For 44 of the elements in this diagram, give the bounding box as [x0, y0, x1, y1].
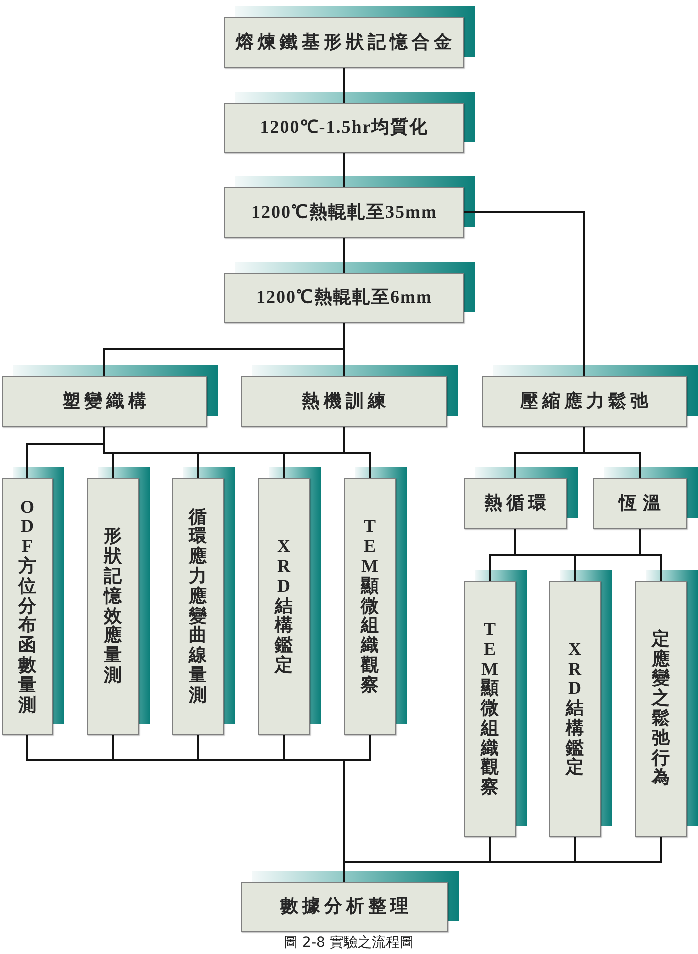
box-label: 1200℃熱輥軋至6mm — [256, 287, 432, 309]
process-box — [635, 581, 687, 837]
process-box — [241, 376, 447, 427]
box-label: 熱機訓練 — [302, 390, 390, 412]
process-box — [224, 103, 464, 153]
connector-line — [464, 212, 586, 376]
process-box — [172, 478, 224, 735]
box-label: ODF方位分布函數量測 — [18, 498, 36, 716]
box-label: TEM顯微組織觀察 — [361, 517, 379, 696]
box-label: 形狀記憶效應量測 — [104, 527, 122, 686]
process-box — [464, 478, 567, 529]
connector-line — [343, 153, 345, 187]
box-label: 恆溫 — [619, 492, 667, 514]
process-box — [241, 882, 448, 932]
box-label: 塑變織構 — [62, 390, 150, 412]
connector-line — [489, 528, 662, 582]
connector-line — [343, 238, 345, 273]
process-box — [344, 478, 396, 735]
process-box — [2, 478, 53, 735]
process-box — [593, 478, 687, 529]
box-label: 數據分析整理 — [280, 896, 412, 918]
connector-line — [26, 426, 371, 479]
box-label: 定應變之鬆弛行為 — [652, 630, 670, 788]
connector-line — [343, 68, 345, 103]
process-box — [87, 478, 139, 735]
process-box — [549, 581, 601, 837]
box-label: XRD結構鑑定 — [275, 537, 293, 676]
box-label: 循環應力應變曲線量測 — [189, 508, 207, 706]
process-box — [224, 187, 464, 238]
process-box — [464, 581, 516, 837]
box-label: TEM顯微組織觀察 — [481, 620, 499, 798]
box-label: 熱循環 — [484, 492, 550, 514]
process-box — [2, 376, 207, 427]
process-box — [224, 273, 464, 323]
process-box — [258, 478, 310, 735]
connector-line — [584, 427, 641, 478]
box-label: 熔煉鐵基形狀記憶合金 — [236, 32, 456, 54]
box-label: 1200℃-1.5hr均質化 — [260, 117, 429, 139]
box-label: 1200℃熱輥軋至35mm — [252, 202, 438, 224]
figure-caption: 圖 2-8 實驗之流程圖 — [284, 935, 414, 952]
box-label: 壓縮應力鬆弛 — [520, 390, 652, 412]
process-box — [482, 376, 687, 427]
box-label: XRD結構鑑定 — [566, 640, 584, 778]
process-box — [224, 17, 464, 68]
